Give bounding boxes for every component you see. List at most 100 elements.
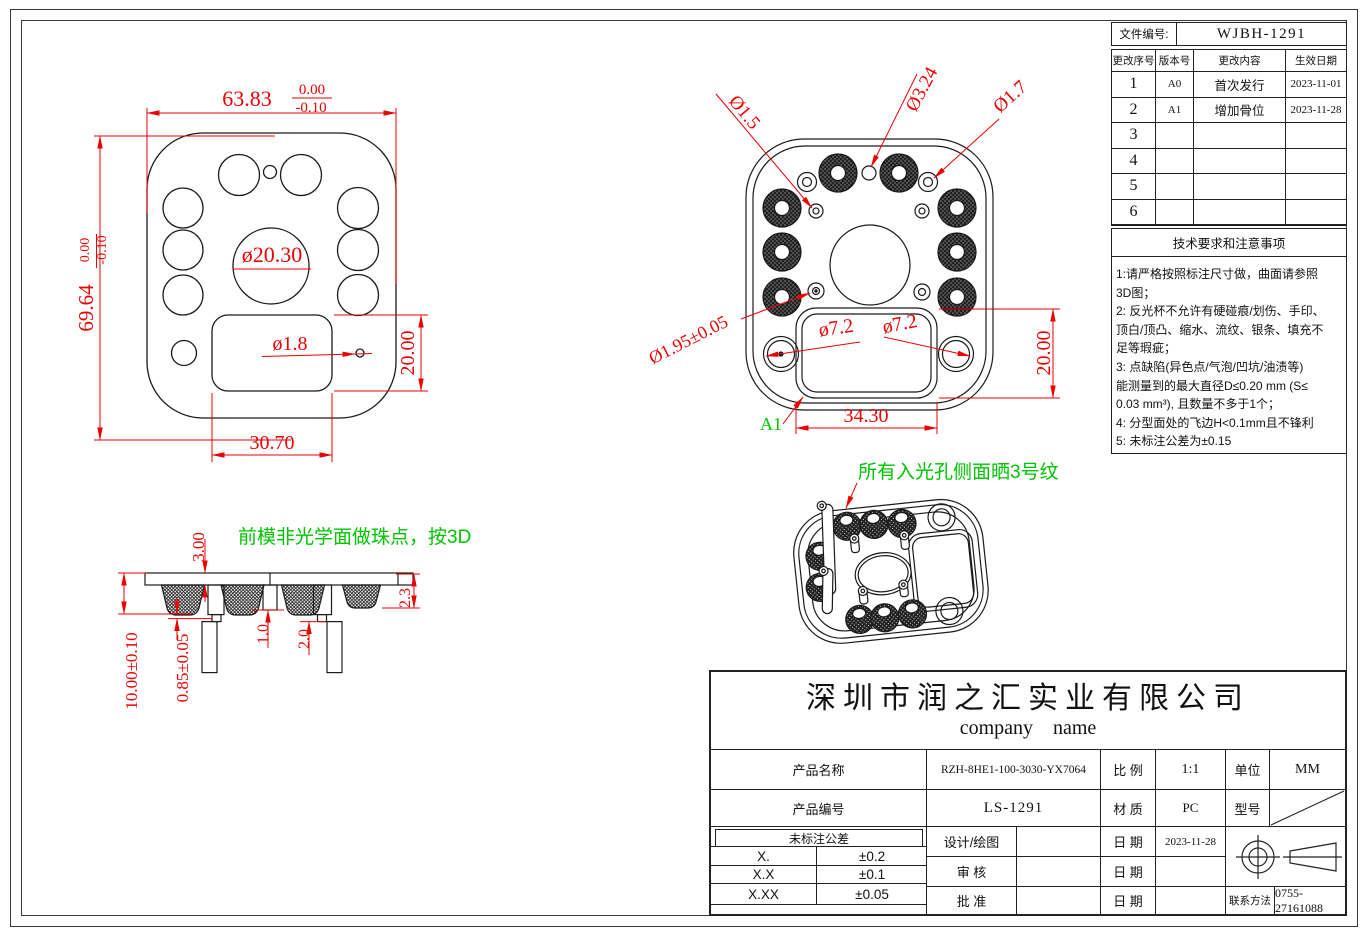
rev-row-content bbox=[1194, 148, 1286, 174]
contact-value: 0755-27161088 bbox=[1275, 885, 1323, 915]
back-view bbox=[745, 138, 994, 411]
dim-front-width: 63.83 bbox=[222, 86, 272, 111]
rev-row-date: 2023-11-28 bbox=[1286, 98, 1346, 123]
projection-symbol bbox=[1236, 835, 1342, 879]
tolerance-key: X. bbox=[711, 847, 817, 865]
approve-label: 批 准 bbox=[927, 887, 1017, 914]
model-label: 型号 bbox=[1226, 790, 1270, 827]
side-plate bbox=[144, 572, 414, 586]
rev-row-date bbox=[1286, 123, 1346, 149]
dim-front-pocket-w: 30.70 bbox=[250, 432, 295, 454]
approve-date bbox=[1156, 887, 1226, 914]
tolerance-table: 未标注公差 X. ±0.2 X.X ±0.1 X.XX ±0.05 bbox=[711, 827, 927, 914]
file-number-value: WJBH-1291 bbox=[1216, 25, 1307, 42]
front-view bbox=[146, 132, 397, 419]
revision-table: 更改序号 版本号 更改内容 生效日期 1 A0 首次发行 2023-11-01 … bbox=[1111, 49, 1347, 226]
contact-label: 联系方法 bbox=[1226, 887, 1275, 914]
rev-row-date bbox=[1286, 200, 1346, 225]
date-label-1: 日 期 bbox=[1101, 827, 1156, 857]
tolerance-value: ±0.2 bbox=[858, 848, 886, 864]
front-top-small-hole bbox=[262, 164, 278, 180]
rev-header-date: 生效日期 bbox=[1286, 50, 1346, 72]
dim-back-pocket-w: 34.30 bbox=[844, 405, 889, 427]
company-name-cn: 深圳市润之汇实业有限公司 bbox=[806, 682, 1250, 716]
company-cell: 深圳市润之汇实业有限公司 company name bbox=[711, 672, 1345, 750]
dim-front-pin-hole: ø1.8 bbox=[273, 333, 308, 355]
model-value-cell bbox=[1270, 790, 1345, 827]
iso-posts bbox=[849, 530, 910, 605]
scale-label: 比 例 bbox=[1101, 750, 1156, 790]
iso-pins bbox=[816, 500, 837, 615]
dim-back-d324: Ø3.24 bbox=[902, 63, 943, 115]
side-dimension-text: 3.00 10.00±0.10 0.85±0.05 1.0 2.0 2.3 bbox=[122, 532, 414, 710]
product-name-label: 产品名称 bbox=[711, 750, 927, 790]
dim-front-height-tol-hi: 0.00 bbox=[78, 238, 93, 263]
tech-requirements-box: 技术要求和注意事项 1:请严格按照标注尺寸做，曲面请参照 3D图； 2: 反光杯… bbox=[1111, 228, 1347, 454]
rev-row-ver bbox=[1156, 148, 1194, 174]
design-date: 2023-11-28 bbox=[1156, 827, 1226, 857]
material-label: 材 质 bbox=[1101, 790, 1156, 827]
rev-row-ver: A1 bbox=[1156, 97, 1194, 123]
dim-back-d15: Ø1.5 bbox=[724, 91, 764, 133]
back-center-hole bbox=[829, 224, 911, 306]
dim-front-height-tol-lo: -0.10 bbox=[95, 235, 110, 264]
dim-side-nub: 2.0 bbox=[296, 629, 313, 649]
rev-header-seq: 更改序号 bbox=[1112, 50, 1156, 72]
back-dimensions bbox=[715, 73, 1060, 434]
dim-side-step: 0.85±0.05 bbox=[173, 634, 192, 703]
rev-header-ver: 版本号 bbox=[1156, 50, 1194, 72]
dim-back-d195: Ø1.95±0.05 bbox=[645, 311, 731, 368]
drawing-frame-outer bbox=[10, 9, 1358, 927]
dim-front-center: ø20.30 bbox=[242, 242, 303, 267]
rev-row-date bbox=[1286, 149, 1346, 174]
unit-value: MM bbox=[1270, 750, 1345, 790]
back-knurled-holes bbox=[762, 153, 977, 317]
tolerance-key: X.XX bbox=[711, 884, 817, 904]
dim-side-post: 1.0 bbox=[255, 624, 272, 644]
front-dimension-text: 63.83 0.00 -0.10 69.64 0.00 -0.10 ø20.30… bbox=[74, 82, 419, 454]
rev-row-no: 5 bbox=[1112, 174, 1156, 200]
file-number-table: 文件编号: WJBH-1291 bbox=[1111, 22, 1347, 46]
projection-symbol-cell bbox=[1226, 827, 1345, 887]
rev-row-ver bbox=[1156, 174, 1194, 200]
product-no-label: 产品编号 bbox=[711, 790, 927, 827]
rev-row-date bbox=[1286, 174, 1346, 200]
rev-row-no: 2 bbox=[1112, 97, 1156, 123]
dim-front-height: 69.64 bbox=[74, 284, 98, 332]
approve-signature bbox=[1017, 887, 1101, 914]
dim-front-width-tol-lo: -0.10 bbox=[295, 100, 326, 116]
unit-label: 单位 bbox=[1226, 750, 1270, 790]
dim-back-pocket-h: 20.00 bbox=[1033, 331, 1055, 376]
rev-row-content: 首次发行 bbox=[1194, 72, 1286, 98]
tech-requirements-title: 技术要求和注意事项 bbox=[1112, 229, 1346, 257]
back-outline bbox=[745, 138, 994, 411]
check-label: 审 核 bbox=[927, 857, 1017, 887]
file-number-label: 文件编号: bbox=[1112, 23, 1177, 45]
rev-row-content: 增加骨位 bbox=[1194, 97, 1286, 123]
side-dimensions bbox=[118, 539, 420, 655]
product-name-value: RZH-8HE1-100-3030-YX7064 bbox=[927, 750, 1101, 790]
dim-side-cup: 2.3 bbox=[397, 588, 414, 608]
rev-row-content bbox=[1194, 174, 1286, 200]
rev-row-ver bbox=[1156, 123, 1194, 149]
back-hole-324 bbox=[861, 165, 877, 181]
rev-row-date: 2023-11-01 bbox=[1286, 72, 1346, 98]
dim-side-plate: 3.00 bbox=[189, 532, 208, 562]
check-signature bbox=[1017, 857, 1101, 887]
front-pin-hole bbox=[355, 348, 365, 358]
tolerance-title: 未标注公差 bbox=[715, 829, 923, 847]
tolerance-key: X.X bbox=[711, 865, 817, 883]
drawing-frame-inner bbox=[21, 20, 1347, 916]
rev-row-ver bbox=[1156, 199, 1194, 225]
tolerance-value: ±0.05 bbox=[855, 886, 889, 902]
title-block: 深圳市润之汇实业有限公司 company name 产品名称 RZH-8HE1-… bbox=[709, 670, 1347, 916]
dim-front-pocket-h: 20.00 bbox=[397, 331, 419, 376]
rev-row-content bbox=[1194, 123, 1286, 149]
back-pocket bbox=[795, 307, 938, 399]
date-label-2: 日 期 bbox=[1101, 857, 1156, 887]
material-value: PC bbox=[1156, 790, 1226, 827]
label-a1: A1 bbox=[760, 414, 782, 434]
rev-row-ver: A0 bbox=[1156, 72, 1194, 98]
rev-header-content: 更改内容 bbox=[1194, 50, 1286, 72]
